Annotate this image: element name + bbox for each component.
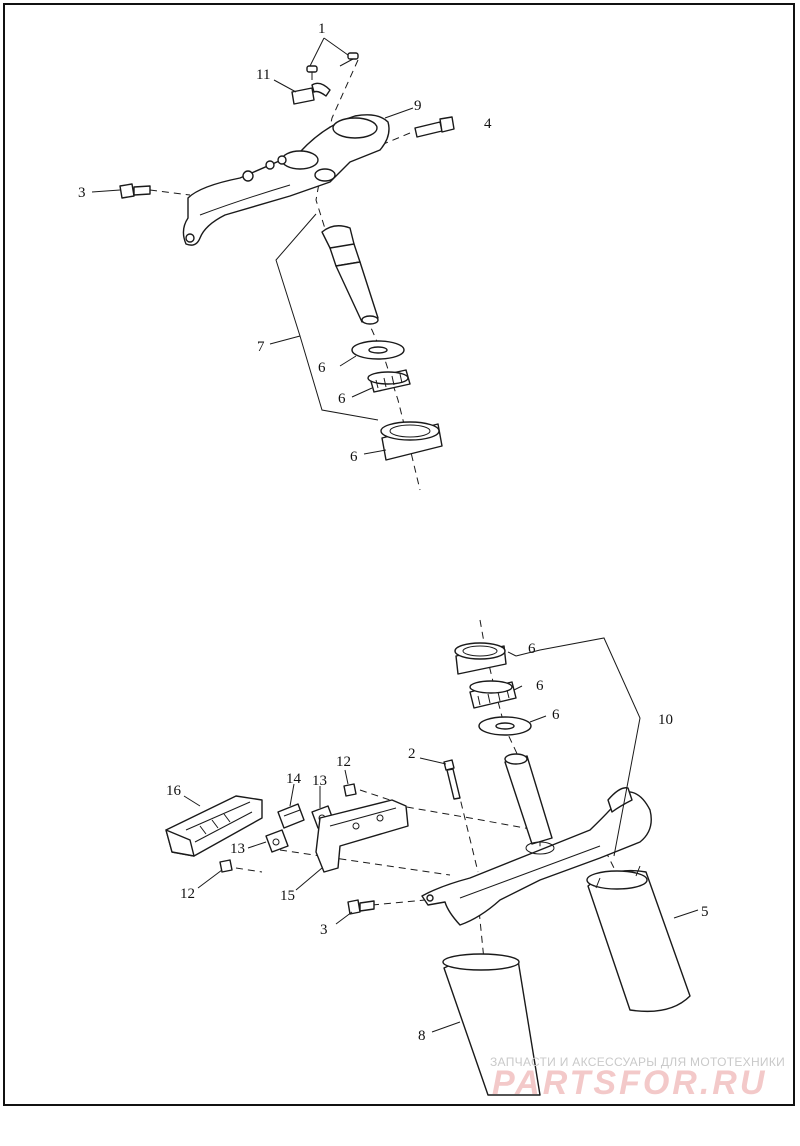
leader-6-b bbox=[351, 387, 373, 398]
fork-cover-8-part bbox=[442, 953, 541, 1096]
callout-2: 2 bbox=[408, 746, 416, 762]
triple-clamp-upper-9-part bbox=[182, 114, 390, 246]
bolt-2-part bbox=[443, 759, 461, 800]
callout-7: 7 bbox=[257, 339, 265, 355]
callout-1: 1 bbox=[318, 21, 326, 37]
washer-6-top-part bbox=[351, 340, 405, 360]
callout-5: 5 bbox=[701, 904, 709, 920]
callout-13-b: 13 bbox=[230, 841, 245, 857]
leader-12-a bbox=[344, 769, 349, 785]
callout-12-b: 12 bbox=[180, 886, 195, 902]
bolt-4-part bbox=[414, 116, 455, 138]
housing-16-part bbox=[165, 795, 263, 857]
leader-9 bbox=[384, 107, 414, 119]
bracket-15-part bbox=[315, 799, 409, 873]
callout-6-d: 6 bbox=[528, 641, 536, 657]
diagram-frame bbox=[3, 3, 795, 1106]
triple-clamp-lower-10-part bbox=[421, 753, 652, 926]
leader-bracket-7 bbox=[269, 213, 379, 421]
axis-line-screw-12a bbox=[359, 789, 391, 801]
axis-line-fork-8 bbox=[477, 899, 485, 961]
bearing-6-top-part bbox=[367, 369, 411, 393]
leader-6-d bbox=[507, 651, 517, 657]
leader-2 bbox=[419, 757, 447, 765]
clamp-11-part bbox=[291, 82, 331, 105]
callout-6-b: 6 bbox=[338, 391, 346, 407]
leader-bracket-10 bbox=[515, 637, 641, 857]
callout-6-c: 6 bbox=[350, 449, 358, 465]
callout-6-f: 6 bbox=[552, 707, 560, 723]
leader-14 bbox=[289, 783, 295, 807]
race-6-bottom-part bbox=[454, 642, 507, 675]
leader-1 bbox=[309, 37, 349, 67]
callout-3-top: 3 bbox=[78, 185, 86, 201]
callout-13-a: 13 bbox=[312, 773, 327, 789]
clip-13-lower-part bbox=[265, 829, 289, 853]
race-6-top-part bbox=[380, 421, 443, 461]
leader-3-top bbox=[91, 189, 121, 193]
axis-line-bolt-2 bbox=[457, 789, 479, 873]
callout-3-bottom: 3 bbox=[320, 922, 328, 938]
leader-6-f bbox=[529, 715, 547, 723]
clip-14-part bbox=[277, 803, 305, 829]
leader-16 bbox=[183, 795, 201, 807]
screw-12-upper-part bbox=[343, 783, 357, 797]
callout-16: 16 bbox=[166, 783, 182, 799]
leader-11 bbox=[273, 79, 297, 93]
axis-line-bracket bbox=[394, 804, 537, 831]
leader-6-c bbox=[363, 449, 387, 455]
callout-9: 9 bbox=[414, 98, 422, 114]
callout-11: 11 bbox=[256, 67, 270, 83]
leader-13-b bbox=[247, 841, 267, 849]
leader-8 bbox=[431, 1021, 461, 1033]
watermark-tagline: ЗАПЧАСТИ И АКСЕССУАРЫ ДЛЯ МОТОТЕХНИКИ bbox=[490, 1055, 785, 1069]
leader-6-e bbox=[513, 685, 523, 691]
bearing-6-bottom-part bbox=[469, 680, 517, 709]
bolt-3-bottom-part bbox=[347, 899, 375, 915]
leader-6-a bbox=[339, 355, 357, 367]
callout-4: 4 bbox=[484, 116, 492, 132]
fork-cover-5-part bbox=[586, 865, 691, 1013]
steering-stem-7-part bbox=[321, 225, 379, 325]
callout-6-e: 6 bbox=[536, 678, 544, 694]
screw-1-part bbox=[306, 52, 359, 80]
axis-line-screw-12b bbox=[235, 867, 263, 873]
leader-15 bbox=[295, 867, 323, 891]
callout-8: 8 bbox=[418, 1028, 426, 1044]
axis-line-bracket-b bbox=[279, 849, 451, 876]
washer-6-bottom-part bbox=[478, 716, 532, 736]
bolt-3-top-part bbox=[119, 183, 151, 199]
callout-12-a: 12 bbox=[336, 754, 351, 770]
callout-6-a: 6 bbox=[318, 360, 326, 376]
watermark-logo: PARTSFOR.RU bbox=[492, 1064, 767, 1102]
leader-3-bottom bbox=[335, 911, 353, 925]
leader-5 bbox=[673, 909, 699, 919]
screw-12-lower-part bbox=[219, 859, 233, 873]
axis-line-bolt-3-top bbox=[149, 189, 191, 196]
callout-10: 10 bbox=[658, 712, 673, 728]
callout-14: 14 bbox=[286, 771, 302, 787]
callout-15: 15 bbox=[280, 888, 295, 904]
axis-line-bolt-3-bottom bbox=[371, 899, 426, 906]
leader-12-b bbox=[197, 869, 223, 889]
